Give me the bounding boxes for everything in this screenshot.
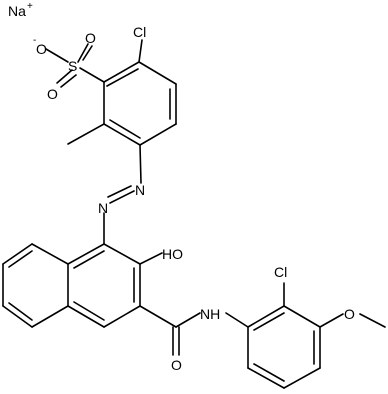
methoxy-oxygen-label: O [344,306,355,322]
anion-charge: - [33,35,36,46]
sulfonyl-oxygen-bottom-label: O [47,86,58,102]
sulfonyl-oxygen-top-label: O [85,30,96,46]
sulfur-label: S [68,58,77,74]
carbonyl-oxygen-label: O [171,357,182,373]
sodium-label: Na [8,3,26,19]
oxygen-anion-label: O [36,41,47,57]
azo-nitrogen-1-label: N [135,182,145,198]
sodium-charge: + [27,1,33,12]
amide-nh-label: NH [200,306,220,322]
chloro-aryl-label: Cl [274,264,287,280]
chloro-top-label: Cl [133,24,146,40]
hydroxyl-label: HO [162,246,183,262]
atom-labels: Na + - O O S O Cl N N HO NH O Cl O [8,1,355,373]
bond-network [2,39,386,389]
azo-nitrogen-2-label: N [98,200,108,216]
